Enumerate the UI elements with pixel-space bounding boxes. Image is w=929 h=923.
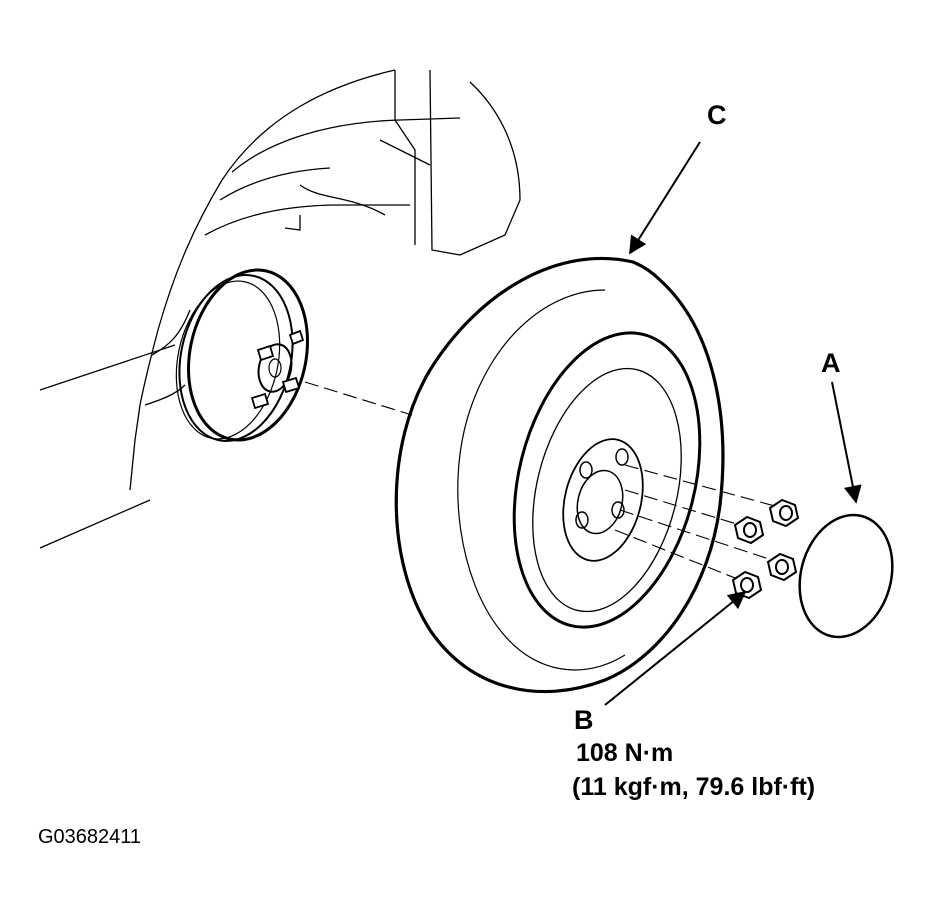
- lug-nut-3: [766, 552, 798, 582]
- torque-spec-secondary: (11 kgf·m, 79.6 lbf·ft): [572, 773, 816, 801]
- arrow-a: [831, 381, 862, 504]
- lug-nut-4: [731, 570, 763, 600]
- lug-nut-1: [768, 498, 800, 528]
- torque-spec-primary: 108 N·m: [576, 739, 674, 767]
- leader-arrows: [604, 141, 862, 706]
- alignment-lines: [304, 381, 783, 581]
- arrow-c: [629, 141, 701, 255]
- vehicle-body-outline: [39, 69, 521, 549]
- figure-id: G03682411: [38, 826, 142, 848]
- center-cap: [798, 513, 894, 639]
- callout-b: B: [574, 705, 594, 735]
- callout-a: A: [821, 348, 841, 378]
- wheel-studs: [250, 329, 305, 410]
- lug-nuts: [731, 498, 800, 600]
- arrow-b: [604, 590, 747, 706]
- wheel-hub-drum: [175, 268, 309, 442]
- callout-c: C: [707, 100, 727, 130]
- tire-wheel: [394, 256, 725, 694]
- lug-nut-2: [733, 515, 765, 545]
